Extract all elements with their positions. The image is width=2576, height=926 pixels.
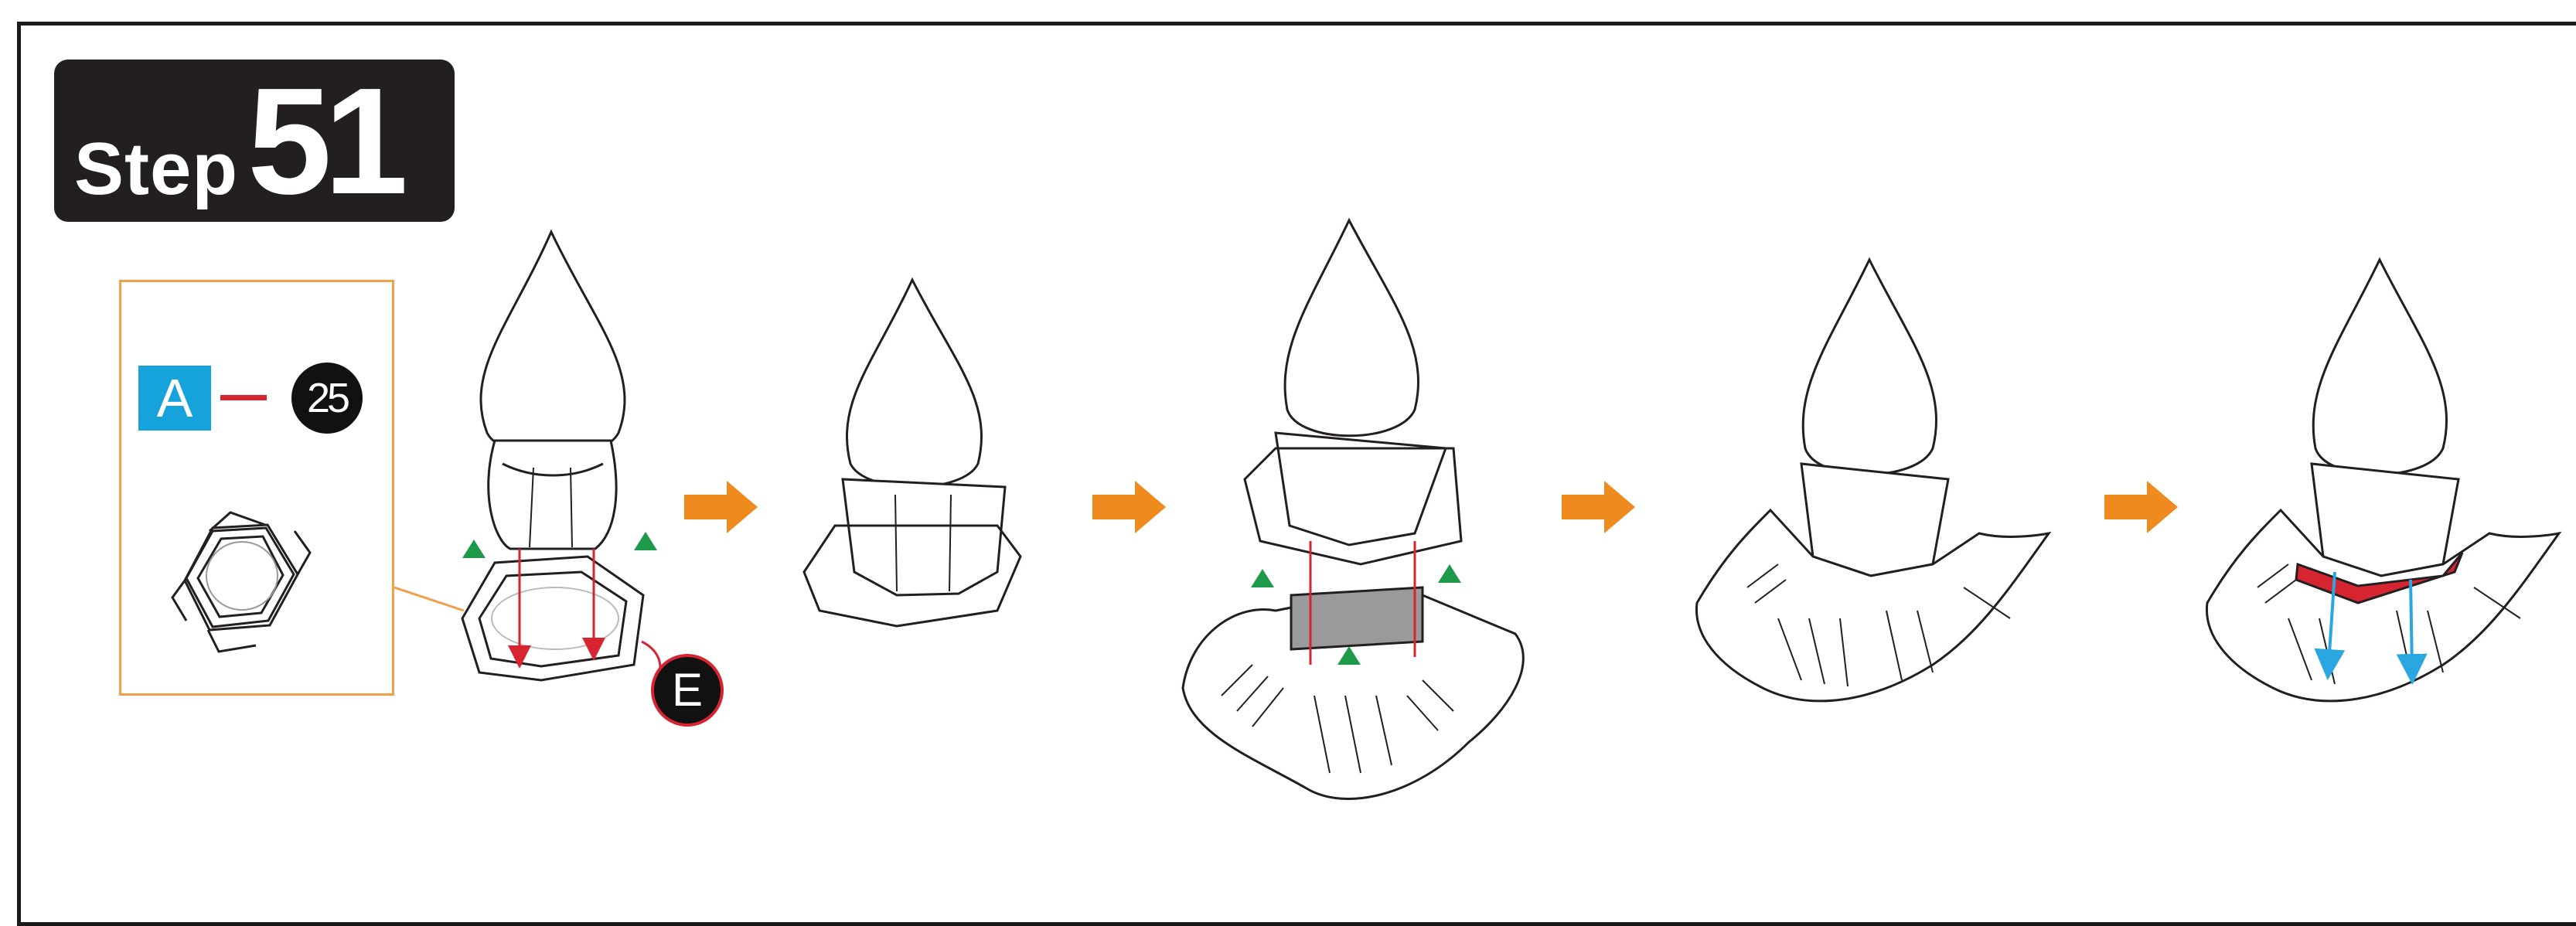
next-arrow-2 — [1092, 481, 1166, 533]
callout-line — [394, 587, 464, 611]
figure-1-hexagon — [462, 549, 660, 680]
glue-marker-3a — [1251, 569, 1274, 587]
figure-4-assembly — [1696, 260, 2049, 701]
figure-1-flame — [481, 232, 625, 549]
next-arrow-4 — [2104, 481, 2178, 533]
next-arrow-3 — [1562, 481, 1635, 533]
glue-marker-1a — [462, 540, 486, 558]
glue-marker-3b — [1438, 564, 1461, 583]
figure-5-assembly — [2206, 260, 2559, 701]
callout-label-e: E — [651, 654, 724, 727]
glue-marker-1b — [634, 532, 657, 550]
figure-3-assembly — [1183, 220, 1523, 799]
figure-2-flame — [804, 280, 1021, 626]
next-arrow-1 — [684, 481, 758, 533]
